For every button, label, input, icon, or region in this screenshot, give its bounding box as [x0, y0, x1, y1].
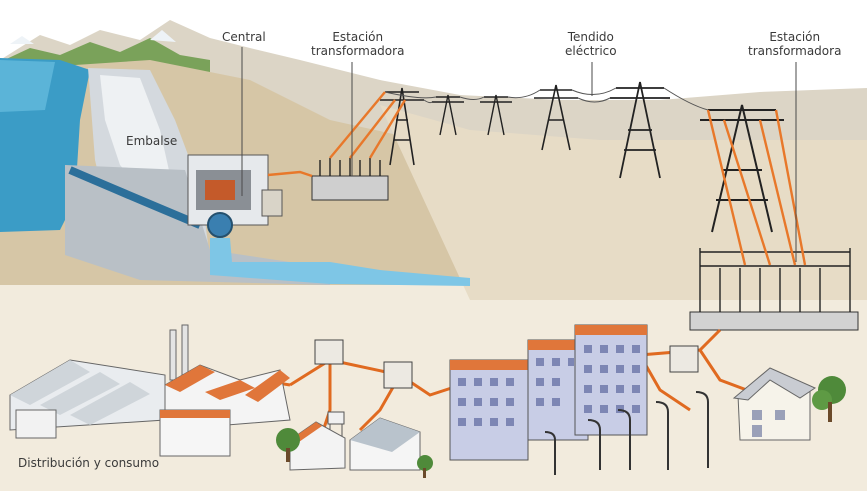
label-estacion-2: Estación transformadora — [748, 30, 841, 58]
label-tendido-line1: Tendido — [567, 30, 614, 44]
feed-cables-2 — [706, 109, 807, 266]
warehouses — [9, 359, 166, 439]
label-central: Central — [222, 30, 266, 44]
label-estacion-2-line2: transformadora — [748, 44, 842, 58]
reservoir-highlight — [0, 60, 55, 112]
factory — [159, 324, 291, 457]
house — [732, 367, 817, 441]
transformer-station-2 — [689, 248, 859, 331]
small-buildings — [289, 411, 421, 471]
tower-6 — [700, 104, 784, 233]
penstock — [68, 166, 202, 229]
outflow-water — [210, 238, 470, 286]
label-estacion-2-line1: Estación — [769, 30, 821, 44]
tower-3 — [480, 94, 512, 136]
label-embalse: Embalse — [126, 134, 178, 148]
street-lamps — [544, 391, 709, 475]
label-estacion-1-line1: Estación — [332, 30, 384, 44]
transmission-cables — [384, 87, 709, 111]
label-estacion-1-line2: transformadora — [311, 44, 405, 58]
label-distribucion: Distribución y consumo — [18, 456, 160, 470]
feed-cables-1 — [267, 91, 407, 178]
apartment-buildings — [449, 324, 648, 461]
turbine — [207, 212, 233, 238]
transformer-box — [261, 189, 283, 217]
hillside-right — [380, 105, 867, 300]
label-tendido-line2: eléctrico — [565, 44, 617, 58]
snow-peaks — [10, 30, 176, 44]
junction-box-1 — [314, 339, 344, 365]
tower-5 — [610, 81, 670, 179]
transformer-station-1 — [311, 158, 389, 201]
tower-4 — [534, 84, 578, 151]
label-estacion-1: Estación transformadora — [311, 30, 404, 58]
tower-2 — [432, 94, 464, 136]
label-tendido: Tendido eléctrico — [565, 30, 617, 58]
junction-box-3 — [669, 345, 699, 373]
trees — [276, 376, 846, 478]
tower-1 — [380, 87, 424, 166]
junction-box-2 — [383, 361, 413, 389]
generator — [205, 180, 235, 200]
